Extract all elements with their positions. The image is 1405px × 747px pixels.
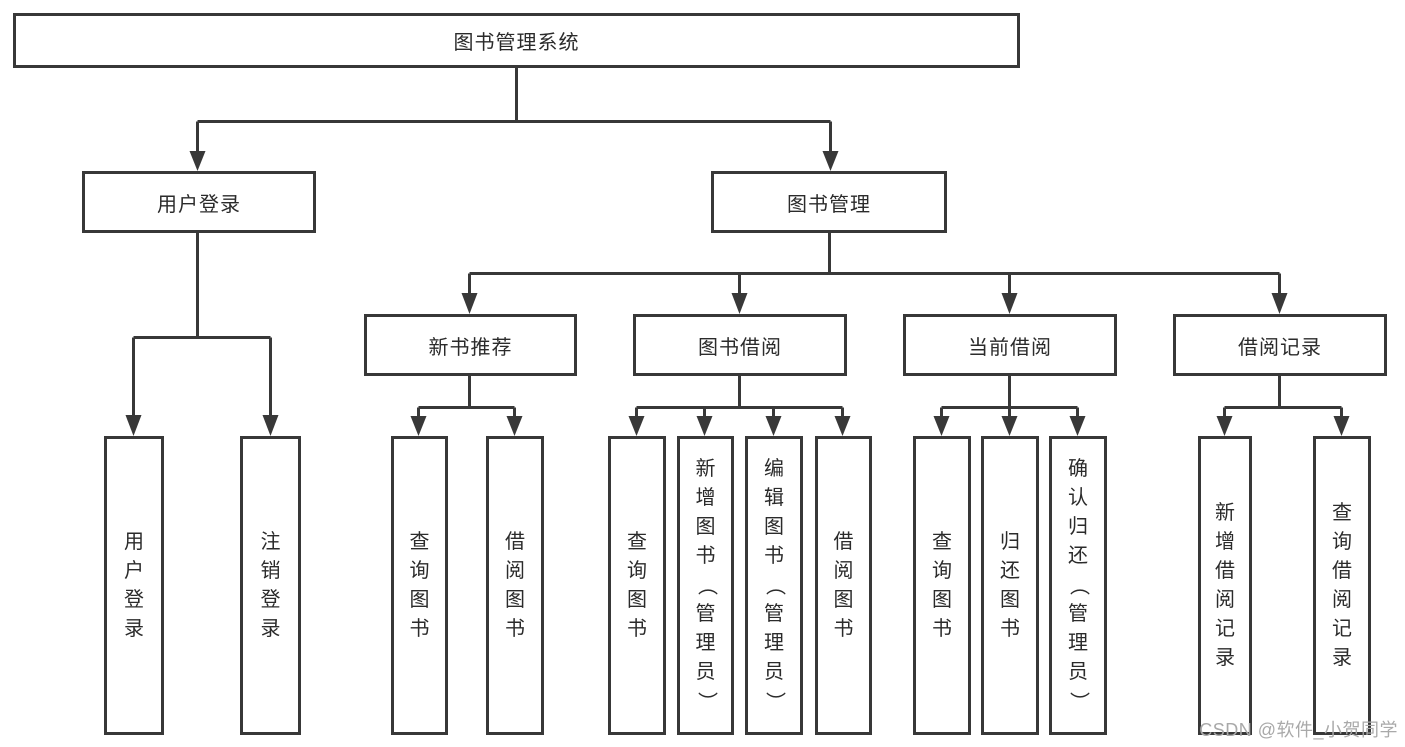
leaf-current-return-books: 归还图书 (981, 436, 1039, 735)
leaf-borrow-borrow-books: 借阅图书 (815, 436, 872, 735)
node-current-borrow: 当前借阅 (903, 314, 1117, 376)
leaf-recommend-query-books: 查询图书 (391, 436, 448, 735)
watermark: CSDN @软件_小贺同学 (1199, 720, 1398, 740)
leaf-borrow-query-books: 查询图书 (608, 436, 666, 735)
leaf-borrow-edit-books-admin: 编辑图书（管理员） (745, 436, 803, 735)
node-book-borrow: 图书借阅 (633, 314, 847, 376)
node-borrow-records: 借阅记录 (1173, 314, 1387, 376)
node-new-book-recommend: 新书推荐 (364, 314, 577, 376)
node-root: 图书管理系统 (13, 13, 1020, 68)
leaf-records-add-record: 新增借阅记录 (1198, 436, 1252, 735)
node-book-management: 图书管理 (711, 171, 947, 233)
leaf-logout: 注销登录 (240, 436, 301, 735)
leaf-borrow-add-books-admin: 新增图书（管理员） (677, 436, 734, 735)
leaf-current-query-books: 查询图书 (913, 436, 971, 735)
leaf-current-confirm-return-admin: 确认归还（管理员） (1049, 436, 1107, 735)
leaf-recommend-borrow-books: 借阅图书 (486, 436, 544, 735)
node-user-login-branch: 用户登录 (82, 171, 316, 233)
leaf-user-login: 用户登录 (104, 436, 164, 735)
leaf-records-query-record: 查询借阅记录 (1313, 436, 1371, 735)
